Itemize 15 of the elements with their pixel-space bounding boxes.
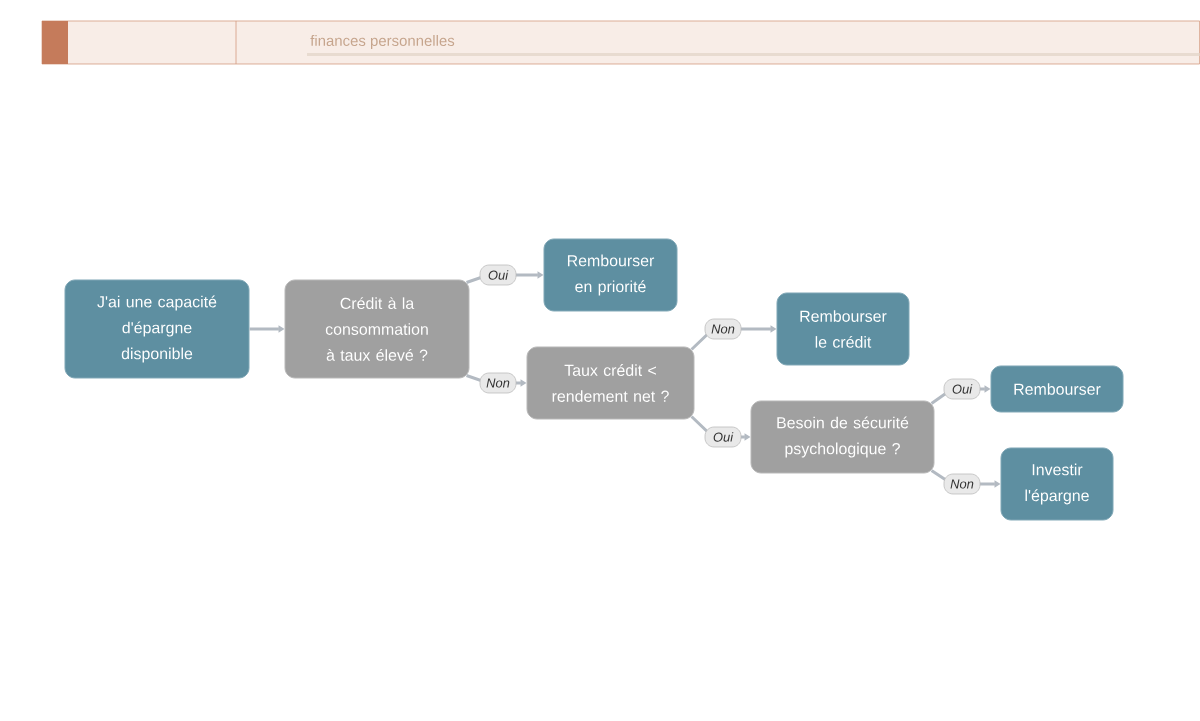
edge-label: Non (704, 318, 742, 340)
edge-label: Non (943, 473, 981, 495)
decision-box: Crédit à la consommation à taux élevé ? (284, 279, 470, 379)
process-box: J'ai une capacité d'épargne disponible (64, 279, 250, 379)
decision-box: Taux crédit < rendement net ? (526, 346, 695, 420)
tagline: finances personnelles (310, 35, 455, 49)
edge-label: Oui (479, 264, 517, 286)
edge-label: Oui (704, 426, 742, 448)
edge-label: Non (479, 372, 517, 394)
edge-label: Oui (943, 378, 981, 400)
process-box: Rembourser en priorité (543, 238, 678, 312)
process-box: Rembourser (990, 365, 1124, 413)
decision-box: Besoin de sécurité psychologique ? (750, 400, 935, 474)
process-box: Rembourser le crédit (776, 292, 910, 366)
process-box: Investir l'épargne (1000, 447, 1114, 521)
